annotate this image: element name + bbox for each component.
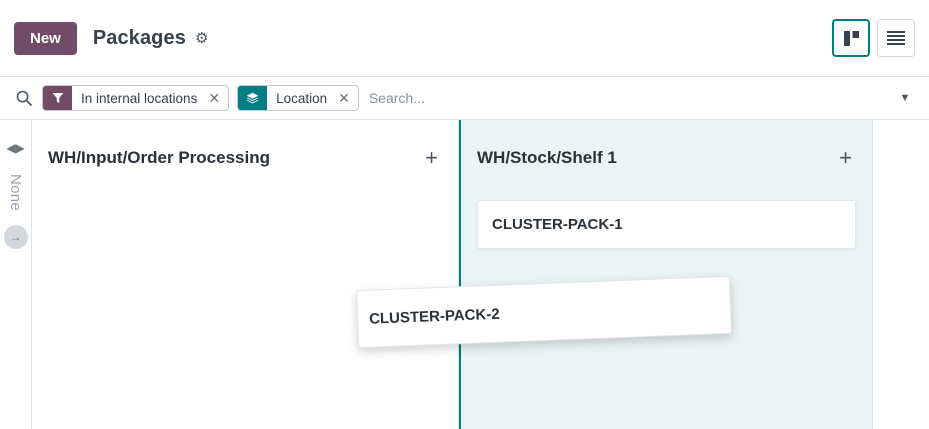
close-icon[interactable]: ✕ xyxy=(338,90,350,106)
kanban-group-rail: ◀▶ None → xyxy=(0,120,32,429)
top-bar: New Packages ⚙ xyxy=(0,0,929,77)
kanban-column-header: WH/Input/Order Processing + xyxy=(48,120,442,169)
kanban-view-button[interactable] xyxy=(832,19,870,57)
kanban-column-header: WH/Stock/Shelf 1 + xyxy=(477,120,856,169)
kanban-column-order-processing: WH/Input/Order Processing + xyxy=(32,120,459,429)
plus-icon[interactable]: + xyxy=(839,145,852,170)
plus-icon[interactable]: + xyxy=(425,145,438,170)
kanban-column-title: WH/Stock/Shelf 1 xyxy=(477,148,617,167)
layers-icon xyxy=(238,86,268,110)
view-switcher xyxy=(832,19,915,57)
kanban-group-label: None xyxy=(7,174,24,212)
kanban-column-title: WH/Input/Order Processing xyxy=(48,148,270,167)
close-icon[interactable]: ✕ xyxy=(208,90,221,106)
kanban-board: ◀▶ None → WH/Input/Order Processing + WH… xyxy=(0,120,929,429)
list-view-icon xyxy=(887,31,905,45)
search-facet-internal-locations[interactable]: In internal locations ✕ xyxy=(42,85,230,111)
search-input[interactable] xyxy=(366,89,891,107)
new-button[interactable]: New xyxy=(14,21,77,55)
kanban-view-icon xyxy=(843,30,859,46)
search-bar: In internal locations ✕ Location ✕ ▼ xyxy=(0,77,929,120)
search-icon xyxy=(16,90,32,106)
search-facet-label: In internal locations xyxy=(81,90,198,106)
chevron-down-icon[interactable]: ▼ xyxy=(899,92,911,104)
search-facet-label: Location xyxy=(276,90,328,106)
collapse-icon[interactable]: ◀▶ xyxy=(6,141,25,155)
filter-icon xyxy=(43,86,72,110)
kanban-column-shelf-1: WH/Stock/Shelf 1 + CLUSTER-PACK-1 xyxy=(459,120,873,429)
gear-icon[interactable]: ⚙ xyxy=(194,29,209,47)
search-facet-location[interactable]: Location ✕ xyxy=(237,85,359,111)
arrow-right-icon[interactable]: → xyxy=(3,225,28,250)
page-title: Packages xyxy=(92,26,186,49)
breadcrumb: Packages ⚙ xyxy=(93,27,209,50)
kanban-card[interactable]: CLUSTER-PACK-1 xyxy=(477,200,856,249)
list-view-button[interactable] xyxy=(877,19,915,57)
